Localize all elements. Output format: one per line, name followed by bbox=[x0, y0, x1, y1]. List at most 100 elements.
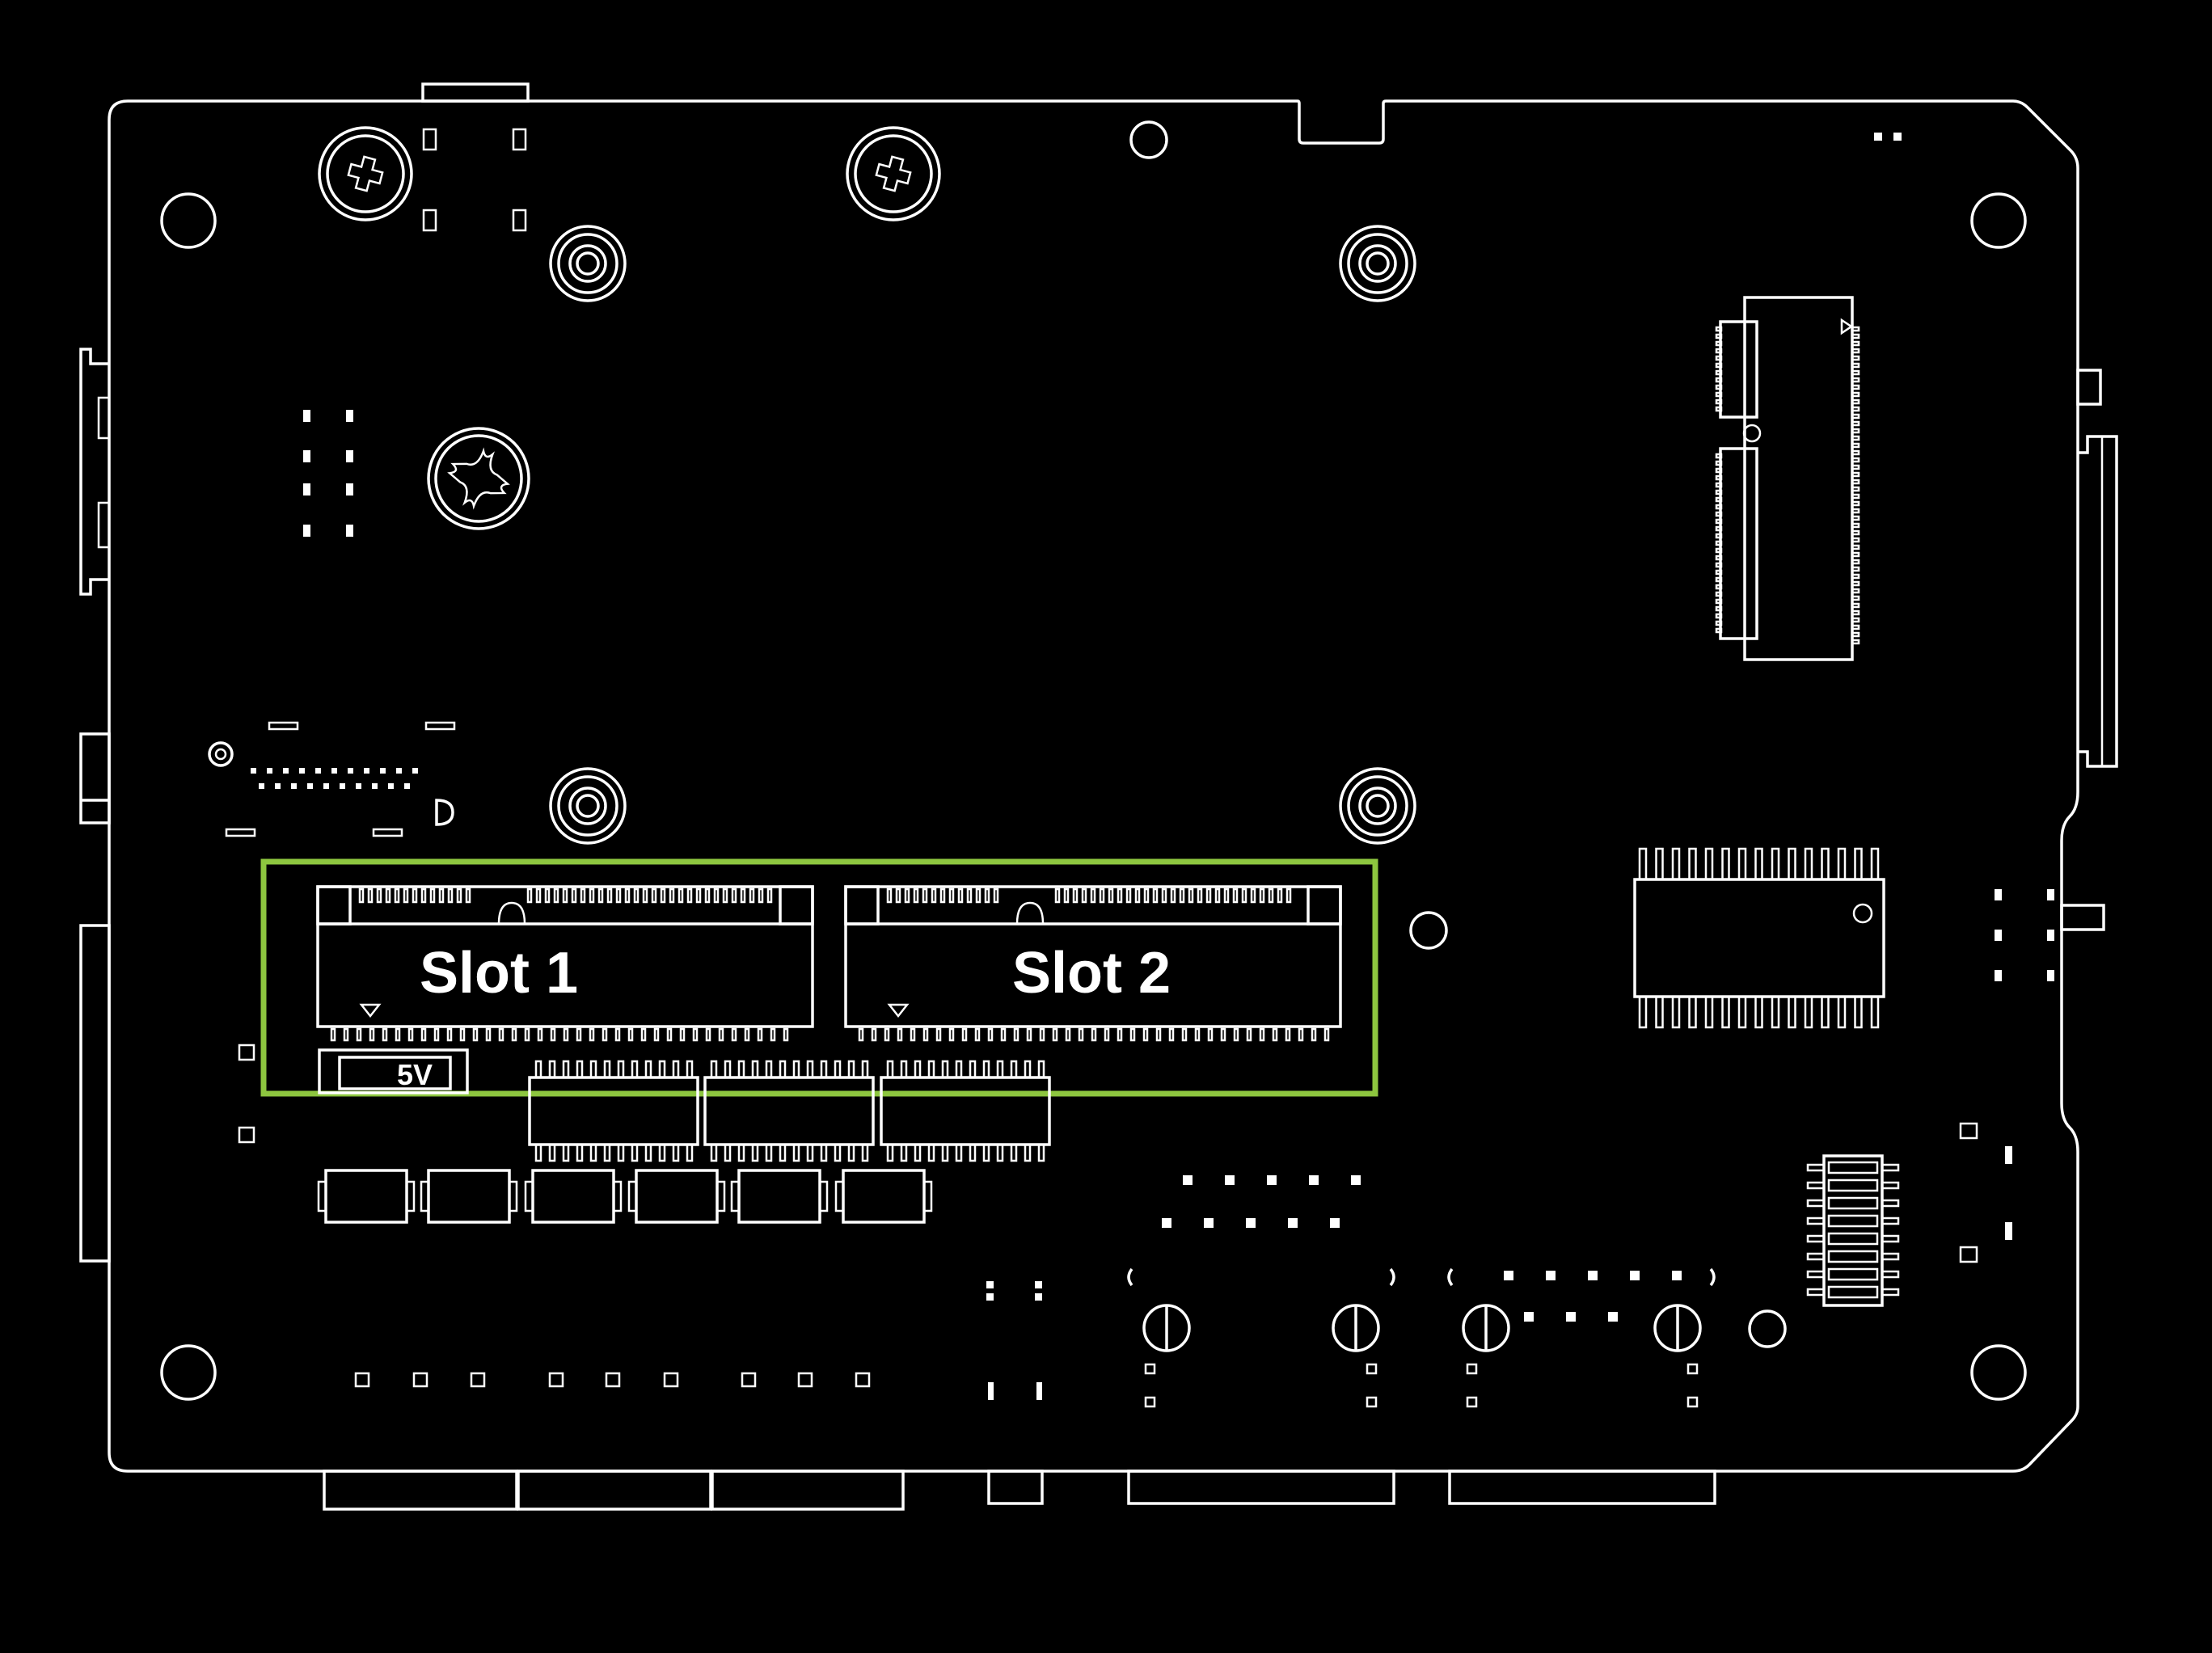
pin bbox=[589, 1027, 595, 1042]
pin bbox=[1715, 605, 1723, 612]
pin bbox=[1065, 1027, 1071, 1042]
pin bbox=[382, 1027, 388, 1042]
pin bbox=[1704, 995, 1714, 1029]
pin bbox=[1851, 595, 1860, 601]
pin bbox=[580, 888, 586, 904]
pin bbox=[658, 1060, 666, 1079]
pin bbox=[779, 1143, 787, 1162]
small-component bbox=[1709, 1267, 1716, 1287]
pin bbox=[1851, 559, 1860, 565]
pin bbox=[1851, 449, 1860, 456]
pin bbox=[307, 783, 313, 789]
pin bbox=[640, 1027, 647, 1042]
pin bbox=[433, 1027, 440, 1042]
pin bbox=[770, 1027, 776, 1042]
pin bbox=[1851, 508, 1860, 514]
pin bbox=[1721, 995, 1730, 1029]
pin bbox=[1851, 398, 1860, 405]
pin bbox=[672, 1060, 680, 1079]
pin bbox=[1881, 1199, 1900, 1208]
pin bbox=[1851, 588, 1860, 594]
pin bbox=[758, 888, 764, 904]
pin bbox=[1125, 888, 1132, 904]
pin bbox=[897, 1027, 903, 1042]
pin bbox=[1091, 1027, 1097, 1042]
led-icon bbox=[1332, 1304, 1380, 1352]
pin bbox=[1039, 1027, 1045, 1042]
pin bbox=[1715, 384, 1723, 390]
tiny-pad bbox=[2005, 1222, 2012, 1240]
pin bbox=[1638, 995, 1648, 1029]
pin bbox=[1806, 1163, 1826, 1172]
ic-block bbox=[703, 1076, 875, 1146]
pin bbox=[834, 1143, 842, 1162]
tiny-pad bbox=[2047, 970, 2054, 981]
pin bbox=[1715, 391, 1723, 398]
pin bbox=[356, 783, 361, 789]
small-component bbox=[1959, 1246, 1978, 1263]
pin bbox=[1851, 362, 1860, 369]
pin bbox=[1754, 995, 1763, 1029]
small-component bbox=[1959, 1122, 1978, 1140]
pin bbox=[627, 1180, 638, 1212]
pin bbox=[1715, 369, 1723, 376]
pin bbox=[886, 888, 893, 904]
pin bbox=[395, 1027, 401, 1042]
pin bbox=[1851, 333, 1860, 339]
small-component bbox=[424, 721, 456, 731]
pin bbox=[1851, 500, 1860, 507]
pin bbox=[678, 888, 684, 904]
tiny-pad bbox=[2047, 889, 2054, 900]
pin bbox=[498, 1027, 504, 1042]
pin bbox=[1881, 1217, 1900, 1225]
pin bbox=[1241, 888, 1247, 904]
pin bbox=[658, 1143, 666, 1162]
pin bbox=[1827, 1179, 1879, 1192]
pin bbox=[447, 888, 454, 904]
pin bbox=[612, 1180, 623, 1212]
pin bbox=[955, 1143, 963, 1162]
pin bbox=[1715, 533, 1723, 539]
pin bbox=[1851, 384, 1860, 390]
small-hole bbox=[208, 741, 234, 767]
pin bbox=[1881, 1181, 1900, 1190]
pin bbox=[1250, 888, 1256, 904]
small-component bbox=[1127, 1267, 1133, 1287]
pin bbox=[405, 1180, 416, 1212]
pin bbox=[834, 1060, 842, 1079]
pin bbox=[695, 888, 702, 904]
pin bbox=[1715, 460, 1723, 466]
pin bbox=[1285, 888, 1292, 904]
pin bbox=[1851, 340, 1860, 347]
pin bbox=[1851, 420, 1860, 427]
pin bbox=[602, 1027, 608, 1042]
pin bbox=[1721, 847, 1730, 881]
pin bbox=[603, 1143, 611, 1162]
pin bbox=[412, 888, 418, 904]
pin bbox=[291, 783, 297, 789]
pin bbox=[1233, 1027, 1239, 1042]
pin bbox=[1851, 573, 1860, 580]
pin bbox=[1881, 1270, 1900, 1279]
pin bbox=[818, 1180, 829, 1212]
pin bbox=[910, 1027, 916, 1042]
standoff bbox=[1339, 767, 1416, 845]
pin bbox=[1194, 1027, 1201, 1042]
pin bbox=[1806, 1217, 1826, 1225]
pin bbox=[1851, 515, 1860, 521]
pin bbox=[861, 1060, 869, 1079]
pin bbox=[526, 888, 533, 904]
pin bbox=[686, 1143, 694, 1162]
small-hole bbox=[1409, 911, 1448, 950]
pin bbox=[1715, 576, 1723, 583]
pin bbox=[1806, 1181, 1826, 1190]
pin bbox=[1827, 1232, 1879, 1246]
pin bbox=[922, 1027, 929, 1042]
pin bbox=[412, 768, 418, 774]
pin bbox=[914, 1143, 922, 1162]
pin bbox=[713, 888, 720, 904]
pin bbox=[1688, 847, 1697, 881]
pin bbox=[1854, 995, 1863, 1029]
pin bbox=[1214, 888, 1221, 904]
pin bbox=[267, 768, 272, 774]
